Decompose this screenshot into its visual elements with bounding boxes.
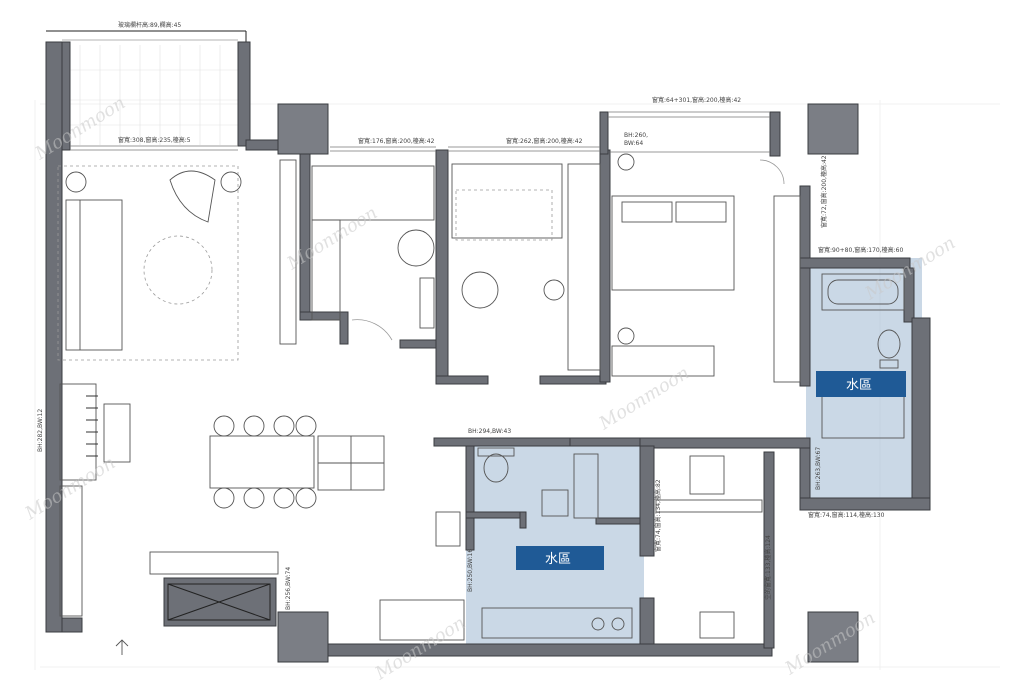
- balcony-railing-note: 玻璃欄杆高:89,欄高:45: [118, 21, 181, 29]
- master-bath-bh-note: BH:263,BW:67: [815, 447, 822, 490]
- wet-zone-label-master-text: 水區: [846, 378, 872, 393]
- pillars: [277, 103, 859, 663]
- wet-zone-label-master: 水區: [816, 371, 906, 397]
- bedroom-3: [451, 163, 601, 371]
- master-bw-note: BW:64: [624, 140, 643, 147]
- master-bh-note: BH:260,: [624, 132, 648, 139]
- entry-area: [59, 485, 279, 655]
- living-window-note: 窗寬:308,窗高:235,檯高:5: [118, 136, 191, 144]
- left-wall-bh-note: BH:282,BW:12: [37, 409, 44, 452]
- master-window-note: 窗寬:64+301,窗高:200,檯高:42: [652, 96, 741, 104]
- bedroom3-window-note: 窗寬:262,窗高:200,檯高:42: [506, 137, 583, 145]
- corridor-bh-note: BH:294,BW:43: [468, 428, 511, 435]
- common-bath-fixtures: [477, 447, 633, 639]
- svg-text:Moonmoon: Moonmoon: [283, 202, 382, 274]
- entry-bh-note: BH:256,BW:74: [285, 567, 292, 610]
- dimension-annotations: 玻璃欄杆高:89,欄高:45 窗寬:308,窗高:235,檯高:5 窗寬:176…: [37, 21, 903, 610]
- wet-zone-label-common-text: 水區: [545, 552, 571, 567]
- bedroom2-window-note: 窗寬:176,窗高:200,檯高:42: [358, 137, 435, 145]
- master-bedroom: [611, 153, 801, 383]
- master-bath-window-note: 窗寬:90+80,窗高:170,檯高:60: [818, 246, 903, 254]
- master-side-window-note: 窗寬:72,窗高:200,檯高:42: [820, 155, 828, 228]
- windows: [70, 111, 770, 153]
- master-bath-window2-note: 窗寬:74,窗高:114,檯高:130: [808, 511, 885, 519]
- service-window-note: 空的窗寬:133,檯高:124: [764, 535, 772, 600]
- living-room: [57, 165, 242, 481]
- wet-zone-label-common: 水區: [516, 546, 604, 570]
- balcony: [46, 30, 247, 146]
- kitchen-window-note: 窗寬:74,窗高:134,檯高:82: [654, 479, 662, 552]
- bedroom-2: [279, 159, 435, 345]
- kitchen-area: [379, 455, 763, 641]
- dining-area: [209, 415, 385, 509]
- common-bath-wet-zone: [466, 440, 644, 646]
- svg-text:Moonmoon: Moonmoon: [21, 452, 120, 524]
- bath-bh-note: BH:250,BW:16: [467, 549, 474, 592]
